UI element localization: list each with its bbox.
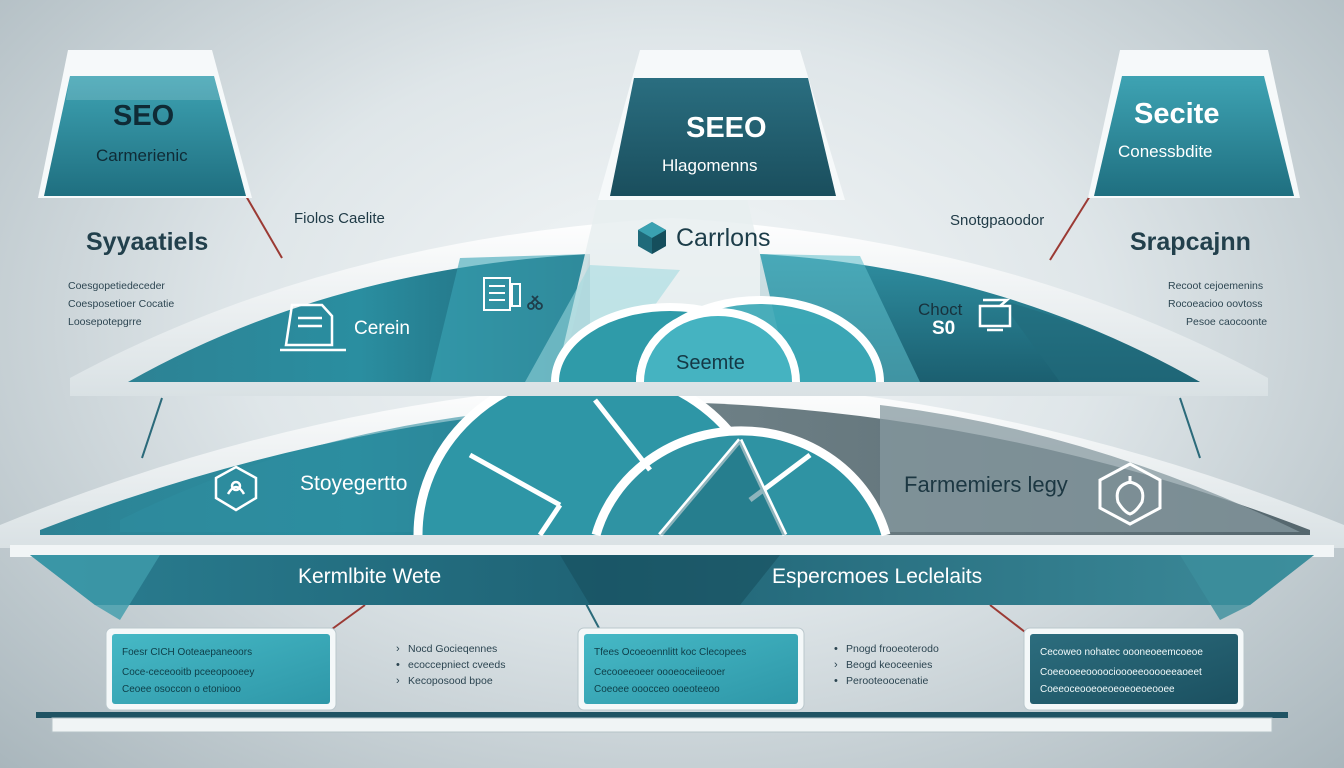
list-item: • Perooteoocenatie	[834, 675, 928, 687]
list-item-text: Beogd keoceenies	[846, 659, 933, 671]
card-title: Foesr CICH Ooteaepaneoors	[122, 647, 253, 658]
upper-left-label: Cerein	[354, 318, 410, 339]
band-right-label: Espercmoes Leclelaits	[772, 565, 983, 588]
header-left	[38, 50, 252, 198]
header-left-title: SEO	[113, 100, 175, 132]
header-right-subtitle: Conessbdite	[1118, 142, 1213, 161]
card-line: Coce-ceceooitb pceeopooeey	[122, 667, 255, 678]
card-line: Coeeooeeoooocioooeeooooeeaoeet	[1040, 667, 1202, 678]
list-item: › Beogd keoceenies	[834, 659, 932, 671]
base-shelf	[36, 712, 1288, 733]
header-center	[598, 50, 845, 200]
upper-right-label-1: Choct	[918, 300, 963, 319]
card-line: Ceoee osoccon o etoniooo	[122, 684, 241, 695]
header-center-subtitle: Hlagomenns	[662, 156, 758, 175]
monitor-icon	[978, 298, 1012, 332]
lower-left-label: Stoyegertto	[300, 472, 408, 495]
lower-right-label: Farmemiers legy	[904, 472, 1068, 497]
mid-label-right: Snotgpaoodor	[950, 212, 1045, 229]
card-line: Cecooeeoeer oooeoceiieooer	[594, 667, 726, 678]
list-marker: •	[834, 643, 838, 655]
list-item: › Nocd Gocieqennes	[396, 643, 497, 655]
card-title: Tfees Ocoeoennlitt koc Clecopees	[594, 647, 747, 658]
list-marker: •	[396, 659, 400, 671]
header-left-subtitle: Carmerienic	[96, 146, 188, 165]
header-right	[1088, 50, 1300, 198]
side-right-line: Recoot cejoemenins	[1168, 280, 1264, 292]
document-icon	[280, 303, 346, 352]
lower-pie	[413, 365, 891, 537]
list-item-text: Nocd Gocieqennes	[408, 643, 498, 655]
cube-icon	[638, 222, 666, 254]
card-title: Cecoweo nohatec oooneoeemcoeoe	[1040, 647, 1203, 658]
side-left-line: Loosepotepgrre	[68, 316, 142, 328]
list-item-text: ecoccepniect cveeds	[408, 659, 506, 671]
card-line: Coeeoceooeoeoeoeoeoeooee	[1040, 684, 1175, 695]
band	[10, 545, 1334, 620]
clipboard-icon	[483, 277, 521, 311]
strawberry-hexagon-icon	[1098, 462, 1162, 526]
list-item-text: Pnogd frooeoterodo	[846, 643, 939, 655]
scissors-icon	[527, 295, 543, 310]
band-left-label: Kermlbite Wete	[298, 565, 442, 588]
side-right-line: Pesoe caocoonte	[1186, 316, 1268, 328]
list-marker: •	[834, 675, 838, 687]
header-center-title: SEEO	[686, 112, 767, 144]
list-item-text: Kecoposood bpoe	[408, 675, 493, 687]
list-item: • Pnogd frooeoterodo	[834, 643, 939, 655]
connector-lines	[245, 195, 1091, 633]
shield-icon	[214, 465, 258, 512]
upper-pie	[551, 296, 884, 383]
list-marker: ›	[396, 643, 400, 655]
card-shapes	[105, 627, 1245, 711]
list-item: • ecoccepniect cveeds	[396, 659, 505, 671]
side-left-title: Syyaatiels	[86, 228, 209, 256]
upper-center-label: Seemte	[676, 352, 745, 374]
side-left-line: Coesgopetiedeceder	[68, 280, 165, 292]
side-right-title: Srapcajnn	[1130, 228, 1251, 256]
side-left-line: Coesposetioer Cocatie	[68, 298, 175, 310]
mid-label-left: Fiolos Caelite	[294, 210, 385, 227]
list-marker: ›	[834, 659, 838, 671]
upper-right-label-2: S0	[932, 318, 956, 339]
list-marker: ›	[396, 675, 400, 687]
card-line: Coeoee ooocceo ooeoteeoo	[594, 684, 720, 695]
center-badge-label: Carrlons	[676, 224, 771, 252]
side-right-line: Rocoeacioo oovtoss	[1168, 298, 1263, 310]
list-item-text: Perooteoocenatie	[846, 675, 929, 687]
header-right-title: Secite	[1134, 98, 1220, 130]
list-item: › Kecoposood bpoe	[396, 675, 493, 687]
